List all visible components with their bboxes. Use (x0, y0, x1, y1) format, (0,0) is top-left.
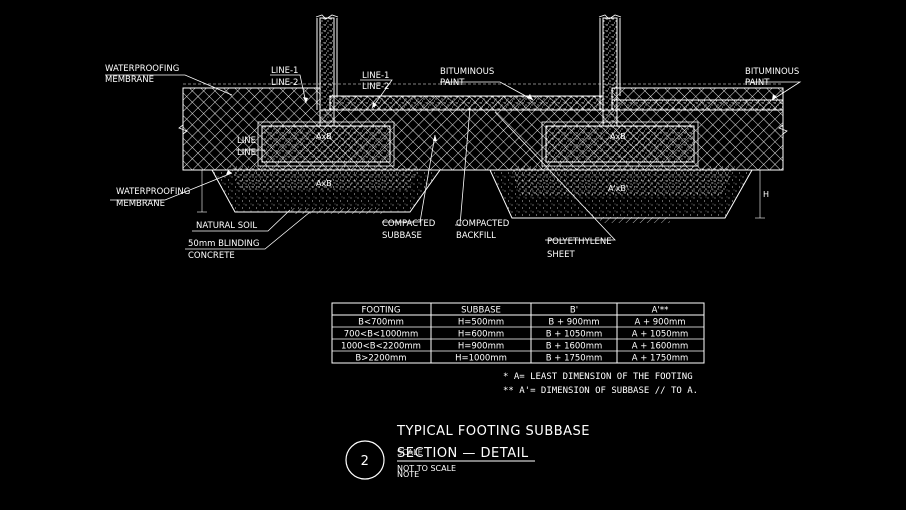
label-h-dimension: H (763, 190, 769, 199)
note-label: NOTE (397, 470, 419, 479)
label-blinding-2: CONCRETE (188, 251, 235, 261)
label-blinding-1: 50mm BLINDING (188, 239, 260, 249)
table-cell: B + 900mm (548, 318, 599, 328)
label-bituminous-mid-1: BITUMINOUS (440, 67, 494, 77)
table-header-footing: FOOTING (362, 306, 401, 316)
table-cell: B>2200mm (355, 354, 406, 364)
label-line2-side: LINE (237, 148, 256, 158)
section-graphic: WATERPROOFING MEMBRANE LINE-1 LINE-2 LIN… (105, 14, 802, 261)
note-subbase-dimension: ** A'= DIMENSION OF SUBBASE // TO A. (503, 386, 698, 396)
table-cell: B + 1750mm (546, 354, 603, 364)
natural-soil-right (600, 217, 670, 223)
table-cell: B<700mm (358, 318, 404, 328)
table-cell: B + 1600mm (546, 342, 603, 352)
table-cell: A + 900mm (634, 318, 685, 328)
label-line1-mid: LINE-1 (362, 71, 389, 81)
note-least-dimension: * A= LEAST DIMENSION OF THE FOOTING (503, 372, 693, 382)
table-cell: A + 1750mm (632, 354, 689, 364)
table-cell: 700<B<1000mm (344, 330, 419, 340)
table-cell: A + 1600mm (632, 342, 689, 352)
footing-right (545, 125, 695, 163)
detail-number-circle (345, 440, 385, 480)
scale-label-overlap: SCALE (397, 448, 423, 457)
table-cell: H=1000mm (455, 354, 507, 364)
title-block: 2 TYPICAL FOOTING SUBBASE SECTION — DETA… (345, 424, 590, 480)
label-natural-soil: NATURAL SOIL (196, 221, 257, 231)
detail-title-line1: TYPICAL FOOTING SUBBASE (396, 424, 590, 439)
table-cell: H=900mm (458, 342, 504, 352)
detail-title-line2: SECTION — DETAIL (397, 446, 529, 461)
top-slab (329, 95, 604, 111)
label-axb-right-footing: AxB (610, 132, 626, 141)
label-axb-left-footing: AxB (316, 132, 332, 141)
top-slab-right (611, 99, 784, 111)
column-left (319, 17, 335, 127)
label-compacted-backfill-1: COMPACTED (456, 219, 510, 229)
footing-left (261, 125, 391, 163)
label-line1-side: LINE (237, 136, 256, 146)
label-bituminous-right-2: PAINT (745, 78, 770, 88)
table-header-a-prime: A'** (652, 306, 669, 316)
label-polyethylene-2: SHEET (547, 250, 576, 260)
label-waterproofing-top-2: MEMBRANE (105, 75, 154, 85)
subbase-table: FOOTING SUBBASE B' A'** B<700mm H=500mm … (331, 302, 705, 364)
column-right (602, 17, 618, 127)
label-line2-mid: LINE-2 (362, 82, 389, 92)
table-cell: H=500mm (458, 318, 504, 328)
table-cell: H=600mm (458, 330, 504, 340)
not-to-scale-label: NOT TO SCALE (397, 464, 456, 473)
label-axb-left-subbase: AxB (316, 179, 332, 188)
label-line2-left: LINE-2 (271, 78, 298, 88)
table-header-subbase: SUBBASE (461, 306, 501, 316)
label-axb-right-subbase: A'xB' (608, 184, 628, 193)
natural-soil-left (290, 208, 382, 214)
label-waterproofing-low-1: WATERPROOFING (116, 187, 190, 197)
label-compacted-subbase-2: SUBBASE (382, 231, 422, 241)
label-waterproofing-top-1: WATERPROOFING (105, 64, 179, 74)
label-bituminous-mid-2: PAINT (440, 78, 465, 88)
table-cell: A + 1050mm (632, 330, 689, 340)
label-bituminous-right-1: BITUMINOUS (745, 67, 799, 77)
label-compacted-subbase-1: COMPACTED (382, 219, 436, 229)
table-header-b-prime: B' (570, 306, 578, 316)
label-compacted-backfill-2: BACKFILL (456, 231, 496, 241)
label-waterproofing-low-2: MEMBRANE (116, 199, 165, 209)
detail-number: 2 (361, 454, 370, 469)
table-cell: 1000<B<2200mm (341, 342, 421, 352)
table-cell: B + 1050mm (546, 330, 603, 340)
label-polyethylene-1: POLYETHYLENE (547, 237, 612, 247)
label-line1-left: LINE-1 (271, 66, 298, 76)
